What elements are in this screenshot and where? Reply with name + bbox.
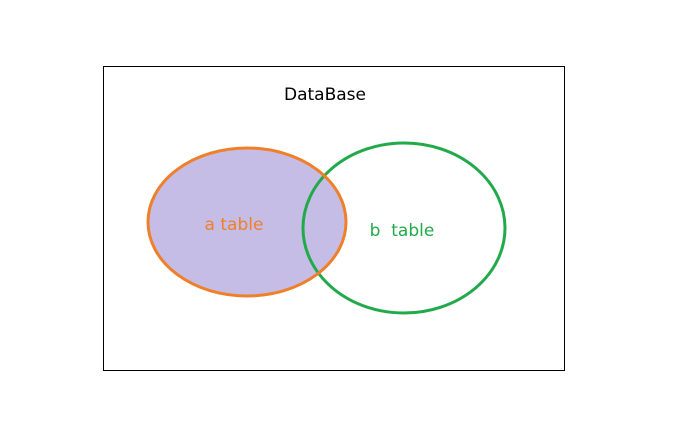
b-table-circle [301,141,507,315]
b-table-label: b table [370,221,435,241]
database-title: DataBase [284,85,366,105]
a-table-label: a table [205,215,264,235]
a-table-fill [148,148,346,296]
a-table-circle [146,146,348,298]
